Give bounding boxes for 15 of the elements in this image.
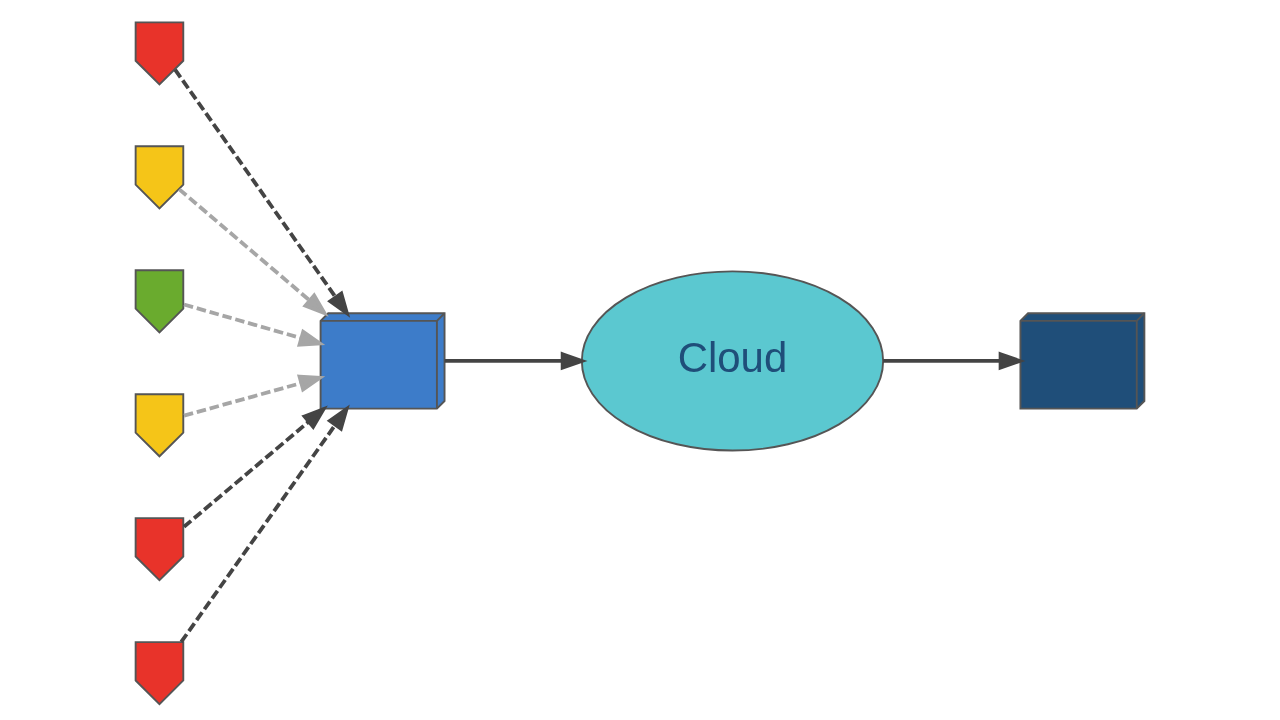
arrow <box>182 405 328 529</box>
node-pin <box>134 641 185 706</box>
node-pin <box>134 145 185 210</box>
arrow <box>444 351 588 371</box>
node-pin <box>134 21 185 86</box>
arrow <box>183 302 326 347</box>
arrow <box>183 374 326 418</box>
arrow <box>179 404 350 643</box>
node-pin <box>134 393 185 458</box>
node-pin <box>134 517 185 582</box>
arrow <box>173 68 351 318</box>
node-pin <box>134 269 185 334</box>
arrow <box>883 351 1026 371</box>
node-ellipse: Cloud <box>580 270 885 452</box>
arrow <box>178 187 329 317</box>
